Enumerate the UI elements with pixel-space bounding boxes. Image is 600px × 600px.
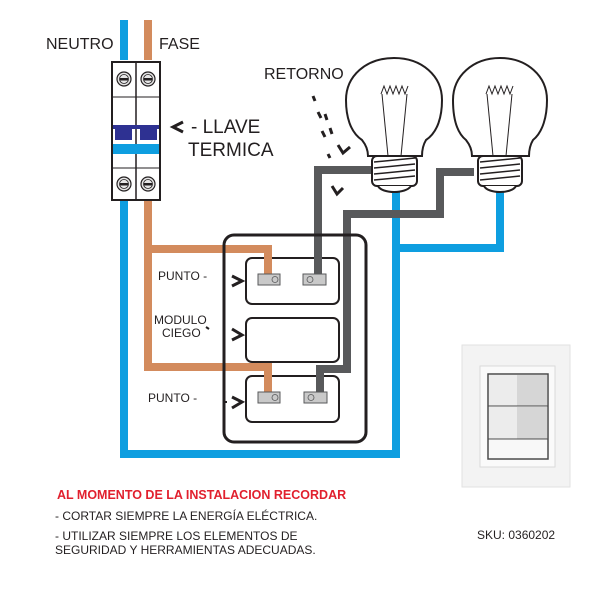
light-bulb-icon: [344, 56, 444, 193]
breaker-screw-icon: [116, 71, 132, 87]
breaker-screw-icon: [140, 176, 156, 192]
terminal-icon: [257, 273, 281, 286]
switch-box: [222, 233, 368, 444]
neutral-wire-lamp2: [396, 190, 504, 252]
warning-item-1: - CORTAR SIEMPRE LA ENERGÍA ELÉCTRICA.: [55, 509, 318, 523]
return-label: RETORNO: [264, 66, 344, 83]
return-wires: [314, 166, 474, 394]
switch-plate-image: [461, 344, 571, 488]
breaker-label-line1: - LLAVE: [191, 117, 261, 138]
blank-module-arrow-icon: [231, 327, 246, 342]
warning-title: AL MOMENTO DE LA INSTALACION RECORDAR: [57, 488, 347, 502]
thermal-breaker: [111, 61, 161, 201]
neutral-label: NEUTRO: [46, 36, 114, 53]
neutral-wires: [120, 20, 504, 458]
breaker-screw-icon: [116, 176, 132, 192]
point-bottom-arrow-icon: [231, 395, 246, 410]
return-pointer-icon: [311, 95, 351, 197]
return-wire-lamp1: [314, 166, 372, 276]
light-bulb-icon: [451, 56, 549, 193]
terminal-icon: [302, 273, 327, 286]
warning-item-2-line1: - UTILIZAR SIEMPRE LOS ELEMENTOS DE: [55, 529, 298, 543]
blank-module-label-line1: MODULO: [154, 313, 207, 327]
terminal-icon: [257, 391, 281, 404]
point-bottom-label: PUNTO -: [148, 391, 198, 405]
terminal-icon: [303, 391, 328, 404]
blank-module: [245, 317, 340, 363]
breaker-screw-icon: [140, 71, 156, 87]
breaker-label-line2: TERMICA: [188, 140, 274, 161]
point-top-arrow-icon: [231, 274, 246, 288]
return-wire-lamp2: [316, 168, 474, 394]
phase-label: FASE: [159, 36, 200, 53]
neutral-wire-main: [120, 190, 400, 458]
breaker-arrow-icon: [169, 120, 184, 134]
blank-module-label-line2: CIEGO: [162, 326, 201, 340]
warning-item-2-line2: SEGURIDAD Y HERRAMIENTAS ADECUADAS.: [55, 543, 316, 557]
point-top-label: PUNTO -: [158, 269, 208, 283]
sku-label: SKU: 0360202: [477, 528, 556, 542]
